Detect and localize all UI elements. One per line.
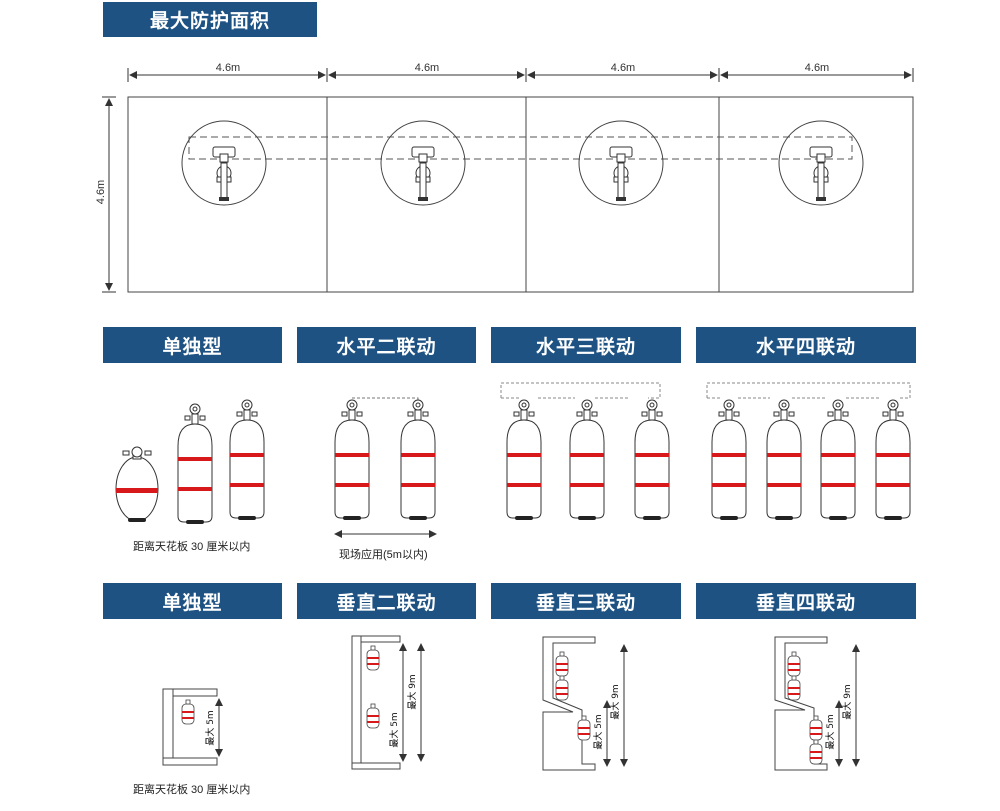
plan-width-dimension <box>127 68 914 82</box>
header-horizontal-4: 水平四联动 <box>696 327 916 363</box>
svg-text:最大 9m: 最大 9m <box>841 684 853 719</box>
plan-height-dimension <box>102 96 116 293</box>
height-label: 4.6m <box>95 180 107 204</box>
horizontal-3-linked <box>500 382 670 521</box>
svg-text:最大 5m: 最大 5m <box>592 714 604 749</box>
svg-text:最大 5m: 最大 5m <box>204 710 216 745</box>
vertical-2-linked: 最大 5m 最大 9m <box>351 635 425 770</box>
header-vertical-3: 垂直三联动 <box>491 583 681 619</box>
horizontal-4-linked <box>706 382 911 521</box>
header-horizontal-2: 水平二联动 <box>297 327 476 363</box>
header-horizontal-3: 水平三联动 <box>491 327 681 363</box>
section-title: 最大防护面积 <box>103 2 317 37</box>
svg-text:最大 5m: 最大 5m <box>388 712 400 747</box>
horizontal-2-linked <box>334 397 437 538</box>
vertical-3-linked: 最大 5m 最大 9m <box>542 636 628 771</box>
width-label-2: 4.6m <box>415 62 439 74</box>
onsite-caption: 现场应用(5m以内) <box>339 549 428 561</box>
vertical-4-linked: 最大 5m 最大 9m <box>774 636 860 771</box>
width-label-1: 4.6m <box>216 62 240 74</box>
svg-text:最大 9m: 最大 9m <box>609 684 621 719</box>
width-label-3: 4.6m <box>611 62 635 74</box>
protection-area-plan <box>127 96 914 293</box>
header-single-horizontal: 单独型 <box>103 327 282 363</box>
header-vertical-4: 垂直四联动 <box>696 583 916 619</box>
single-type-vertical: 最大 5m <box>162 688 223 766</box>
ceiling-caption-2: 距离天花板 30 厘米以内 <box>133 784 251 796</box>
svg-text:最大 9m: 最大 9m <box>406 674 418 709</box>
ceiling-caption: 距离天花板 30 厘米以内 <box>133 541 251 553</box>
header-single-vertical: 单独型 <box>103 583 282 619</box>
header-vertical-2: 垂直二联动 <box>297 583 476 619</box>
svg-text:最大 5m: 最大 5m <box>824 714 836 749</box>
width-label-4: 4.6m <box>805 62 829 74</box>
single-type-horizontal <box>115 399 265 525</box>
